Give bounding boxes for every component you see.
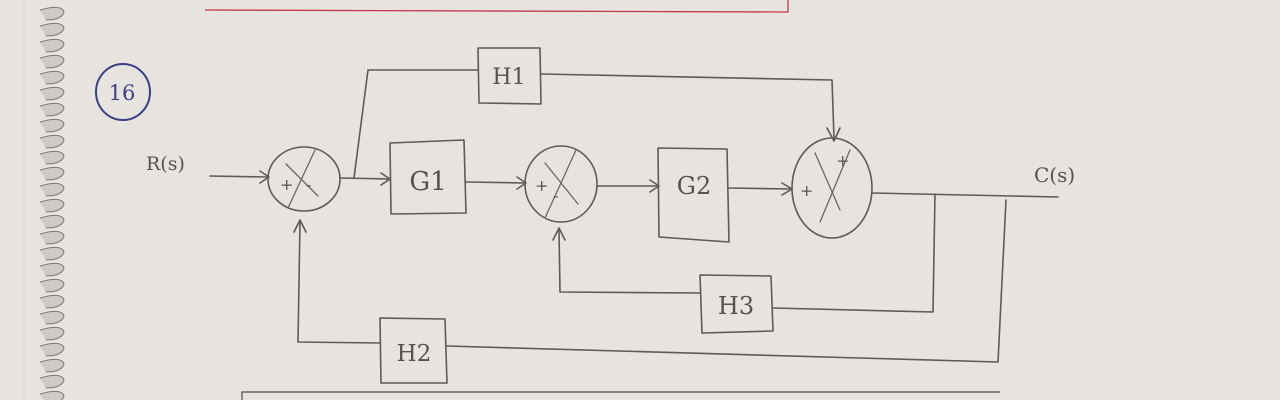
spiral-ring: [39, 198, 65, 213]
spiral-ring: [39, 166, 65, 181]
sum1-sign-a: +: [280, 175, 293, 194]
sum2-sign-b: -: [553, 186, 558, 205]
block-g2-label: G2: [677, 172, 711, 200]
spiral-ring: [39, 54, 65, 69]
block-h3-label: H3: [718, 292, 754, 320]
spiral-ring: [39, 326, 65, 341]
summing-junction-3: + +: [791, 137, 873, 239]
spiral-ring: [39, 182, 65, 197]
sum3-sign-a: +: [800, 181, 813, 200]
spiral-ring: [39, 342, 65, 357]
spiral-ring: [39, 118, 65, 133]
spiral-ring: [39, 390, 65, 400]
summing-junction-1: + -: [267, 146, 341, 212]
block-h1: H1: [477, 47, 542, 105]
input-label: R(s): [146, 153, 185, 175]
spiral-ring: [39, 102, 65, 117]
spiral-ring: [39, 374, 65, 389]
sum1-sign-b: -: [306, 175, 311, 194]
spiral-ring: [39, 310, 65, 325]
block-g1-label: G1: [409, 167, 446, 197]
spiral-ring: [39, 38, 65, 53]
sum2-sign-a: +: [535, 176, 548, 195]
block-h1-label: H1: [492, 65, 525, 90]
spiral-ring: [39, 6, 65, 21]
spiral-ring: [39, 134, 65, 149]
summing-junction-2: + -: [524, 145, 598, 223]
spiral-ring: [39, 70, 65, 85]
spiral-ring: [39, 230, 65, 245]
block-h2: H2: [379, 317, 448, 384]
problem-number: 16: [95, 63, 151, 121]
spiral-ring: [39, 278, 65, 293]
block-g1: G1: [389, 139, 467, 215]
signal-lines: [209, 69, 1059, 363]
next-problem-box: [241, 391, 1000, 400]
block-h3: H3: [699, 274, 774, 334]
spiral-ring: [39, 294, 65, 309]
spiral-ring: [39, 22, 65, 37]
output-label: C(s): [1034, 163, 1075, 187]
block-g2: G2: [657, 147, 730, 243]
block-h2-label: H2: [397, 341, 432, 367]
spiral-ring: [39, 246, 65, 261]
spiral-ring: [39, 214, 65, 229]
problem-number-text: 16: [109, 81, 136, 105]
spiral-ring: [39, 358, 65, 373]
spiral-ring: [39, 262, 65, 277]
sum3-sign-b: +: [836, 151, 849, 170]
spiral-binding: [23, 0, 65, 400]
spiral-ring: [39, 150, 65, 165]
page-red-border: [204, 0, 789, 13]
spiral-ring: [39, 86, 65, 101]
